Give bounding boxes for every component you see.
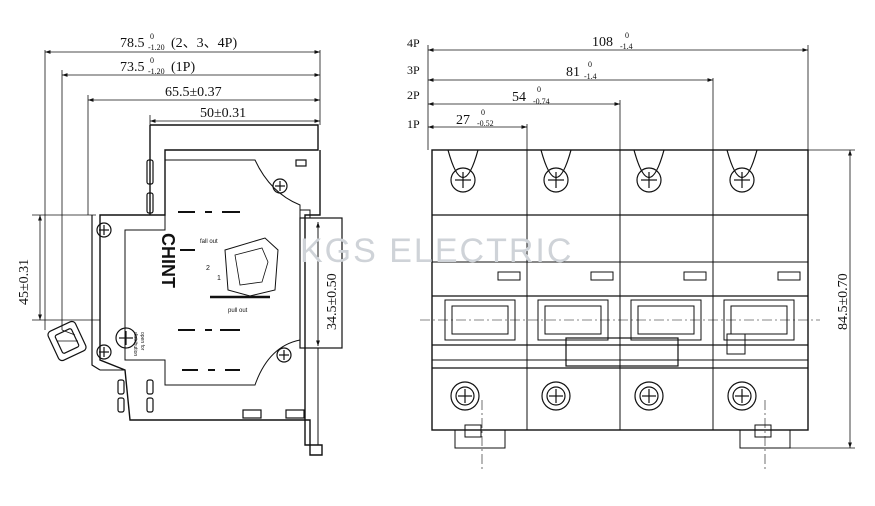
side-view-labels: 78.5 0 -1.20 (2、3、4P) 73.5 0 -1.20 (1P) … [17,32,340,356]
dim-81: 81 [566,65,580,80]
screw-icon [96,222,112,238]
rail-clips [454,424,791,449]
screw-icon [96,344,112,360]
watermark-text: KGS ELECTRIC [300,232,573,270]
terminal-screw-icon [115,327,137,349]
terminal-clamp-icon [47,320,87,362]
top-screws [447,149,758,193]
dim-108: 108 [592,35,613,50]
dim-27: 27 [456,113,470,128]
handle-tie-bar [565,337,679,367]
front-view [420,45,855,470]
screw-icon [726,149,758,193]
screw-icon [276,347,292,363]
screw-icon [633,149,665,193]
dim-50: 50±0.31 [200,106,246,121]
fall-out-label: fall out [200,239,218,245]
side-view [32,50,343,456]
dim-27-sup: 0 [481,108,485,117]
dim-78-5-sup: 0 [150,32,154,41]
pole-label-3p: 3P [407,63,420,77]
mark-2: 2 [206,265,210,272]
dim-45: 45±0.31 [17,259,32,305]
screw-icon [272,178,288,194]
front-view-labels: 4P 3P 2P 1P 108 0 -1.4 81 0 -1.4 54 0 -0… [407,31,851,330]
pull-out-label: pull out [228,308,248,314]
dim-lines-top [45,50,320,123]
dim-54-sup: 0 [537,85,541,94]
screw-icon [447,149,479,193]
dim-78-5: 78.5 [120,36,145,51]
dim-27-sub: -0.52 [477,119,494,128]
dim-78-5-sub: -1.20 [148,43,165,52]
screw-icon [540,149,572,193]
distribution-label: distribution [132,332,138,356]
dim-73-5: 73.5 [120,60,145,75]
dim-73-5-suffix: (1P) [171,60,195,75]
dim-73-5-sub: -1.20 [148,67,165,76]
dim-34-5: 34.5±0.50 [325,273,340,330]
dim-84-5: 84.5±0.70 [836,273,851,330]
dim-54: 54 [512,90,526,105]
screw-icon [727,381,757,411]
dim-73-5-sup: 0 [150,56,154,65]
dim-81-sub: -1.4 [584,72,597,81]
pole-label-2p: 2P [407,88,420,102]
dim-65-5: 65.5±0.37 [165,85,222,100]
dim-54-sub: -0.74 [533,97,550,106]
pole-label-4p: 4P [407,36,420,50]
dim-81-sup: 0 [588,60,592,69]
open-for-label: open for [139,332,145,351]
screw-icon [450,381,480,411]
brand-label: CHINT [158,233,178,288]
handle-row [444,299,795,341]
bottom-screws [450,381,757,411]
mark-1: 1 [217,275,221,282]
dim-108-sup: 0 [625,31,629,40]
dim-78-5-suffix: (2、3、4P) [171,36,237,51]
pole-label-1p: 1P [407,117,420,131]
dim-108-sub: -1.4 [620,42,633,51]
screw-icon [541,381,571,411]
screw-icon [634,381,664,411]
